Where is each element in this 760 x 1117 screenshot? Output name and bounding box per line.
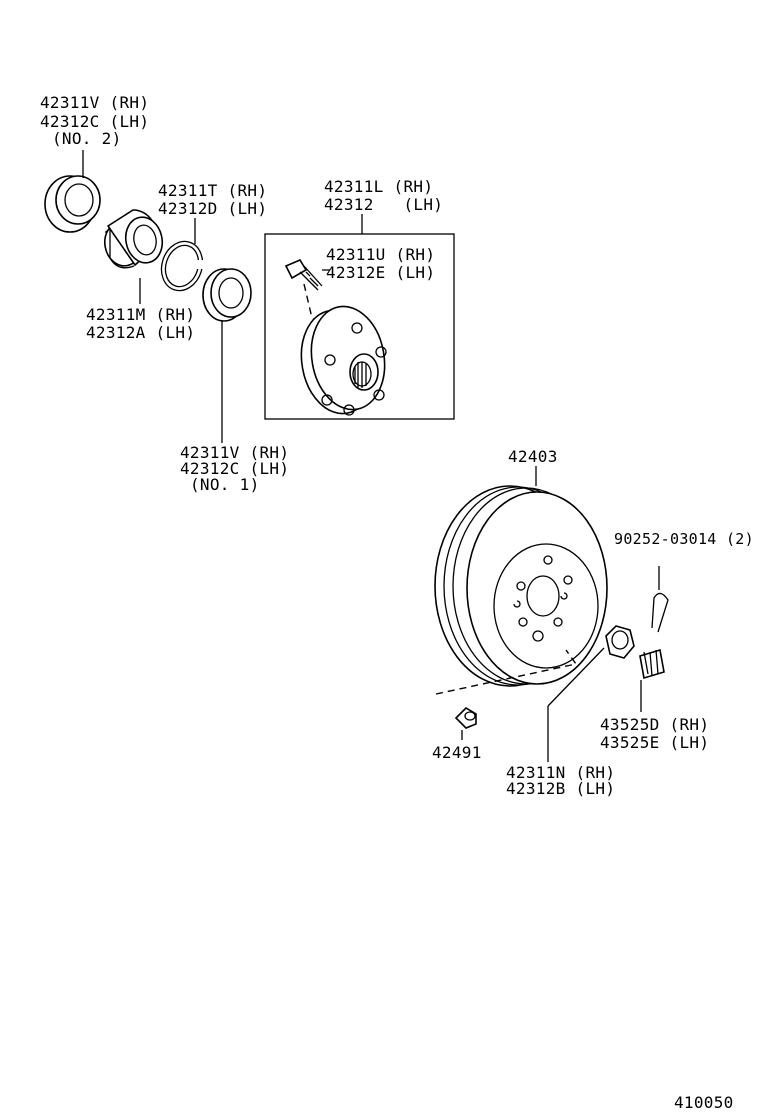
hub-bolt-label-rh: 42311U (RH) <box>326 245 436 264</box>
bearing-drawing <box>104 209 164 304</box>
axle-hub-label-lh: 42312 (LH) <box>324 195 444 214</box>
axle-hub-label-rh: 42311L (RH) <box>324 177 434 196</box>
oil-seal-no2-label-lh: 42312C (LH) <box>40 112 150 131</box>
bearing-label-lh: 42312A (LH) <box>86 323 196 342</box>
plug-drawing <box>454 706 477 740</box>
oil-seal-no2-drawing <box>44 150 101 233</box>
nut-label-lh: 42312B (LH) <box>506 779 616 798</box>
diagram-number: 410050 <box>674 1093 734 1112</box>
nut-lock-cap-drawing <box>639 648 665 712</box>
plug-label: 42491 <box>432 743 482 762</box>
oil-seal-no1-label-rh: 42311V (RH) <box>180 443 290 462</box>
hub-bolt-label-lh: 42312E (LH) <box>326 263 436 282</box>
brake-drum-drawing <box>434 466 608 695</box>
snap-ring-drawing <box>160 218 206 292</box>
oil-seal-no2-label-rh: 42311V (RH) <box>40 93 150 112</box>
nut-drawing <box>547 625 635 762</box>
cotter-pin-drawing <box>651 566 669 633</box>
nut-label-rh: 42311N (RH) <box>506 763 616 782</box>
nut-lock-cap-label-rh: 43525D (RH) <box>600 715 710 734</box>
snap-ring-label-lh: 42312D (LH) <box>158 199 268 218</box>
oil-seal-no1-label-no: (NO. 1) <box>190 475 260 494</box>
axle-hub-drawing <box>264 214 455 420</box>
bearing-label-rh: 42311M (RH) <box>86 305 196 324</box>
cotter-pin-label: 90252-03014 (2) <box>614 530 754 548</box>
snap-ring-label-rh: 42311T (RH) <box>158 181 268 200</box>
nut-lock-cap-label-lh: 43525E (LH) <box>600 733 710 752</box>
oil-seal-no1-label-lh: 42312C (LH) <box>180 459 290 478</box>
brake-drum-label: 42403 <box>508 447 558 466</box>
oil-seal-no1-drawing <box>202 268 252 443</box>
oil-seal-no2-label-no: (NO. 2) <box>52 129 122 148</box>
